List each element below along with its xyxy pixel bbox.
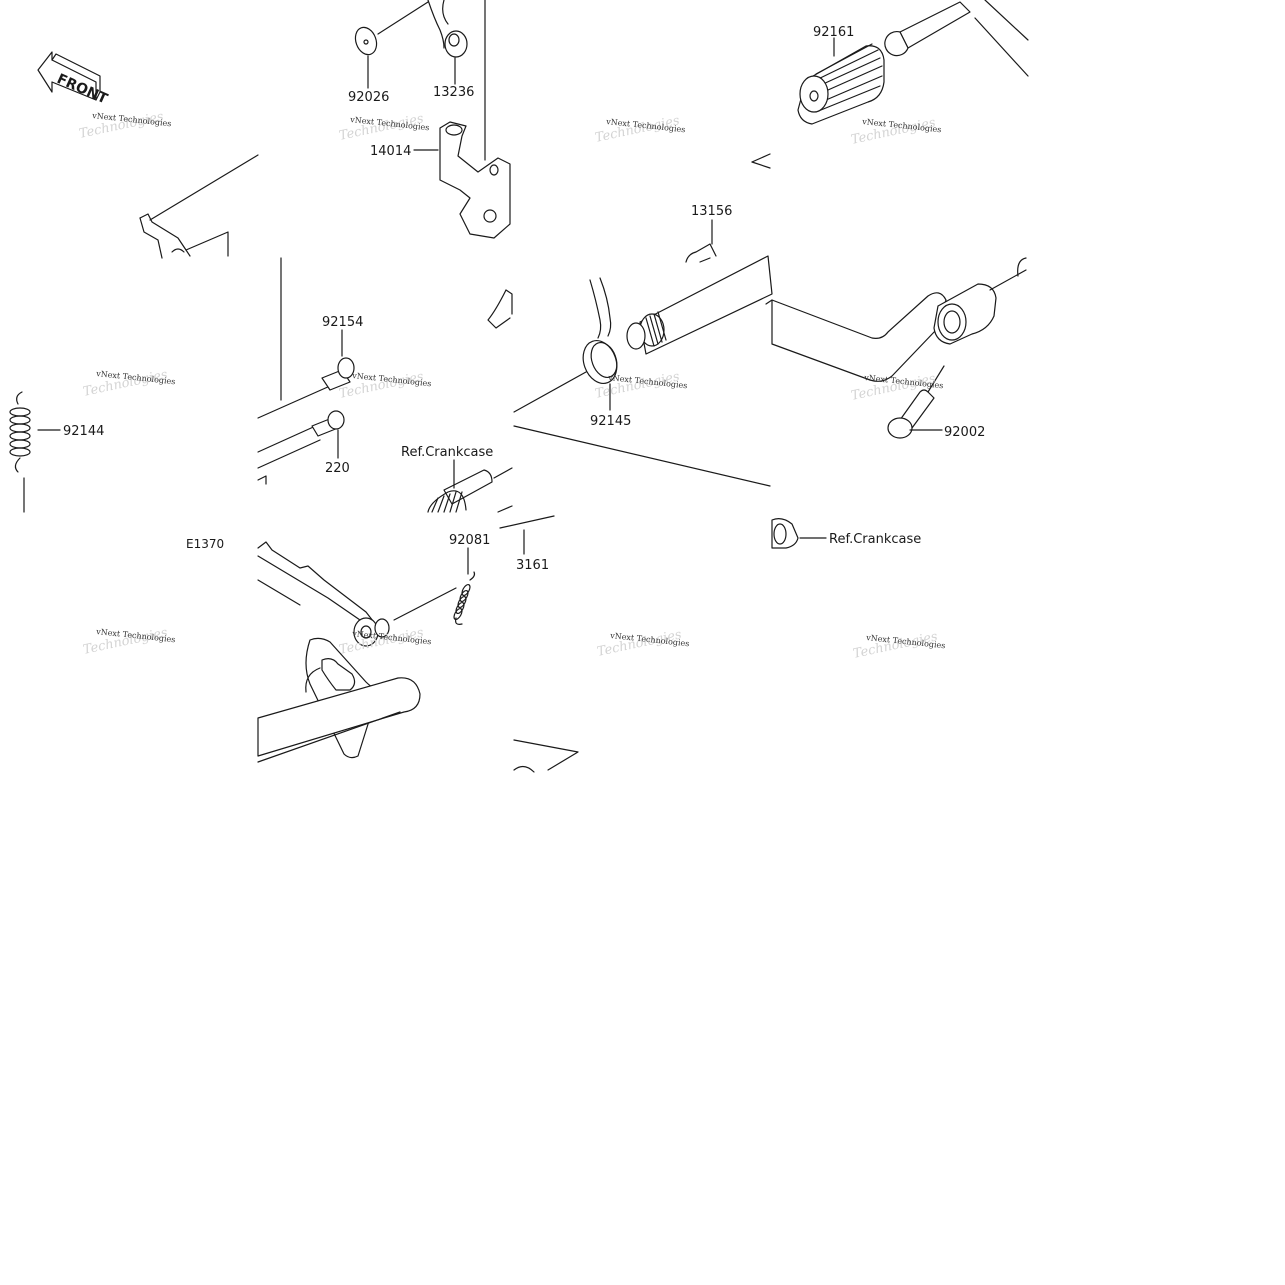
frame-bracket-drawing xyxy=(139,154,259,259)
callout-13156: 13156 xyxy=(691,204,732,219)
watermark: Technologies vNext Technologies xyxy=(338,369,432,402)
callout-220: 220 xyxy=(325,461,350,476)
callout-3161: 3161 xyxy=(516,558,549,573)
watermarks: Technologies vNext Technologies Technolo… xyxy=(78,109,946,662)
callout-ref-crankcase-left: Ref.Crankcase xyxy=(401,445,493,460)
callout-92026: 92026 xyxy=(348,90,389,105)
shift-pedal-drawing xyxy=(765,257,1027,439)
callout-92161: 92161 xyxy=(813,25,854,40)
spring-92144-drawing xyxy=(9,391,31,513)
watermark: Technologies vNext Technologies xyxy=(852,629,946,662)
figure-code: E1370 xyxy=(186,537,224,551)
callout-92002: 92002 xyxy=(944,425,985,440)
watermark: Technologies vNext Technologies xyxy=(82,367,176,400)
callout-14014: 14014 xyxy=(370,144,411,159)
shift-shaft-drawing xyxy=(487,243,773,487)
watermark: Technologies vNext Technologies xyxy=(850,115,942,148)
watermark: Technologies vNext Technologies xyxy=(78,109,172,142)
watermark: Technologies vNext Technologies xyxy=(596,627,690,660)
watermark: Technologies vNext Technologies xyxy=(338,111,430,144)
crankcase-fitting-drawing xyxy=(427,467,799,549)
front-direction-marker: FRONT xyxy=(37,51,110,108)
callout-labels: 92026 13236 14014 92161 13156 92154 9214… xyxy=(63,25,985,573)
upper-linkage-drawing xyxy=(354,0,511,239)
callout-13236: 13236 xyxy=(433,85,474,100)
bolts-drawing xyxy=(257,257,355,485)
watermark: Technologies vNext Technologies xyxy=(82,625,176,658)
watermark: Technologies vNext Technologies xyxy=(594,369,688,402)
lower-lever-drawing xyxy=(257,515,579,773)
callout-92081: 92081 xyxy=(449,533,490,548)
callout-ref-crankcase-right: Ref.Crankcase xyxy=(829,532,921,547)
callout-92154: 92154 xyxy=(322,315,363,330)
callout-92144: 92144 xyxy=(63,424,104,439)
callout-leaders xyxy=(37,37,943,575)
footpeg-drawing xyxy=(751,0,1029,169)
watermark: Technologies vNext Technologies xyxy=(594,113,686,146)
callout-92145: 92145 xyxy=(590,414,631,429)
